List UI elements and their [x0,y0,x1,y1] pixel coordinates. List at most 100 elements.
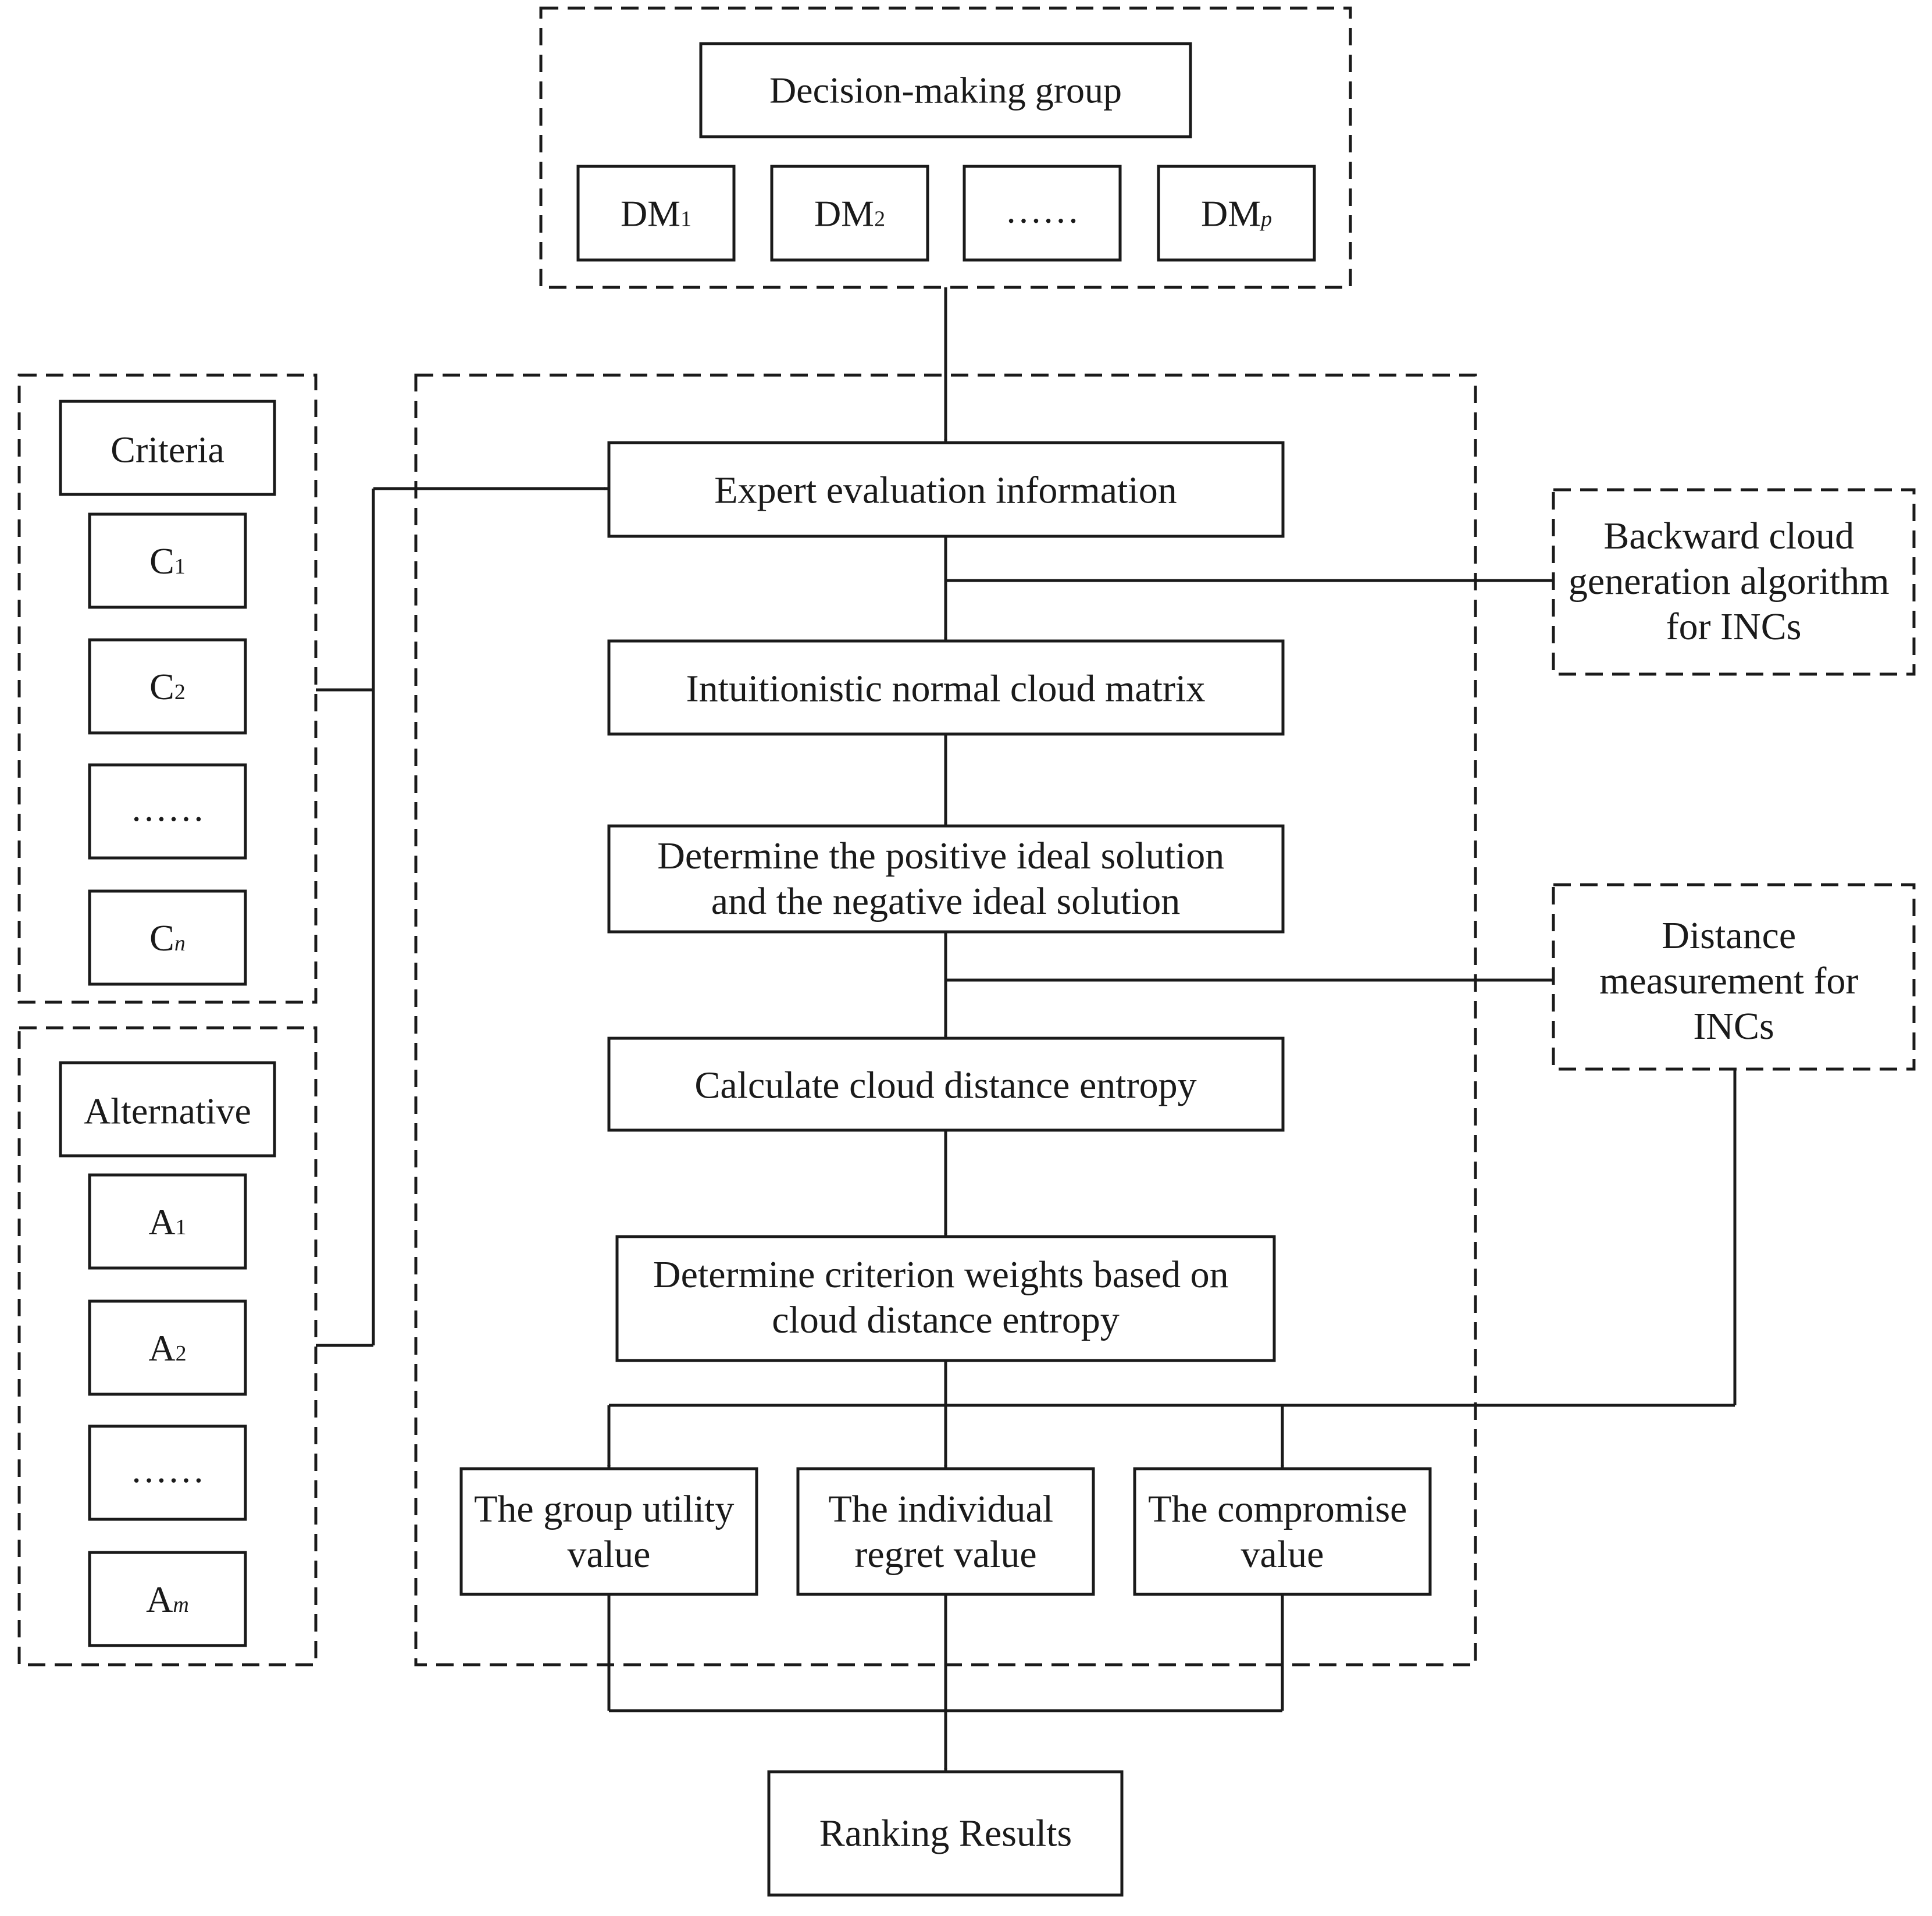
decision-group-container [539,6,1352,289]
distance-measurement-label: Distance measurement for INCs [1599,914,1868,1048]
criterion-box [88,512,247,609]
ranking-results-box [767,1770,1124,1897]
criterion-subscript: 2 [174,680,186,704]
alternative-title-box [59,1061,276,1158]
decision-maker-dm-2: DM2 [770,165,929,262]
individual-regret-box [796,1467,1095,1596]
ideal-solution-line-1: Determine the positive ideal solution [657,835,1224,877]
alternative-a-2: A2 [88,1299,247,1396]
decision-maker-label: …… [1005,189,1079,230]
criterion-c-1: C1 [88,512,247,609]
alternative-label: …… [130,1449,205,1490]
ideal-solution-label: Determine the positive ideal solution an… [657,835,1234,923]
alternative-a-m: Am [88,1551,247,1647]
decision-maker-dm-1: DM1 [576,165,736,262]
backward-cloud-line-3: for INCs [1666,606,1802,648]
criteria-title: Criteria [110,429,224,471]
connectors [316,287,1737,1772]
backward-cloud-line-2: generation algorithm [1569,560,1890,603]
decision-maker-base: DM [621,193,680,234]
criterion-base: C [149,540,174,582]
criterion-label: Cn [149,917,186,959]
alternative-base: A [148,1201,175,1242]
expert-evaluation-box [607,441,1285,538]
ranking-results: Ranking Results [767,1770,1124,1897]
decision-maker-base: DM [814,193,874,234]
decision-maker-dm-p: DMp [1157,165,1316,262]
criterion-weights-line-1: Determine criterion weights based on [653,1253,1229,1296]
criterion-label: …… [130,788,205,829]
compromise-label: The compromise value [1148,1488,1417,1576]
criterion-base: …… [130,788,205,829]
decision-maker-box [963,165,1122,262]
alternative-label: Am [146,1579,189,1620]
decision-maker-box [1157,165,1316,262]
compromise-line-1: The compromise [1148,1488,1407,1530]
criterion-c-n: Cn [88,889,247,986]
alternative-box [88,1299,247,1396]
decision-maker-subscript: 2 [874,207,885,232]
ideal-solution-box [607,824,1285,934]
ranking-results-label: Ranking Results [819,1812,1072,1855]
decision-maker-label: DM1 [621,193,691,234]
decision-maker-box [576,165,736,262]
criterion-subscript: 1 [174,554,186,579]
criteria-title-box [59,400,276,496]
alternative-subscript: m [173,1593,188,1617]
criterion-weights-line-2: cloud distance entropy [772,1299,1119,1341]
alternative-title: Alternative [84,1091,251,1132]
criterion-weights-box [615,1235,1276,1362]
criterion-weights-label: Determine criterion weights based on clo… [653,1253,1238,1341]
cloud-matrix-label: Intuitionistic normal cloud matrix [686,668,1206,710]
group-utility-box [459,1467,758,1596]
group-utility-label: The group utility value [474,1488,744,1576]
criterion-label: C1 [149,540,186,582]
compromise-box [1133,1467,1432,1596]
individual-regret-line-2: regret value [854,1533,1036,1576]
decision-maker-base: …… [1005,189,1079,230]
distance-measurement-line-2: measurement for [1599,960,1858,1002]
decision-maker-subscript: 1 [680,207,691,232]
distance-measurement-line-1: Distance [1662,914,1796,957]
distance-entropy-box [607,1037,1285,1132]
decision-maker-base: DM [1201,193,1261,234]
alternative-box [88,1173,247,1270]
group-utility-line-1: The group utility [474,1488,734,1530]
criterion-box [88,763,247,860]
decision-group-title: Decision-making group [769,70,1122,111]
cloud-matrix-box [607,639,1285,736]
individual-regret-line-1: The individual [828,1488,1053,1530]
alternative-label: A1 [148,1201,186,1242]
process-steps: Expert evaluation information Intuitioni… [459,441,1432,1596]
decision-maker-label: DMp [1201,193,1272,234]
side-methods: Backward cloud generation algorithm for … [1569,515,1899,1048]
compromise-line-2: value [1241,1533,1324,1576]
criterion-c-2: C2 [88,638,247,735]
alternative-subscript: 1 [176,1215,187,1240]
decision-group-title-box [699,42,1192,138]
decision-maker-box [770,165,929,262]
criterion-base: C [149,917,174,959]
backward-cloud-label: Backward cloud generation algorithm for … [1569,515,1899,648]
alternative-box [88,1551,247,1647]
criterion-ellipsis: …… [88,763,247,860]
distance-entropy-label: Calculate cloud distance entropy [694,1064,1196,1107]
ideal-solution-line-2: and the negative ideal solution [711,880,1180,923]
alternative-base: …… [130,1449,205,1490]
decision-maker-ellipsis: …… [963,165,1122,262]
criterion-box [88,638,247,735]
alternative-a-1: A1 [88,1173,247,1270]
individual-regret-label: The individual regret value [828,1488,1063,1576]
alternative-ellipsis: …… [88,1424,247,1521]
alternative-group-container [17,1026,318,1666]
criteria-group-container [17,373,318,1004]
criterion-box [88,889,247,986]
